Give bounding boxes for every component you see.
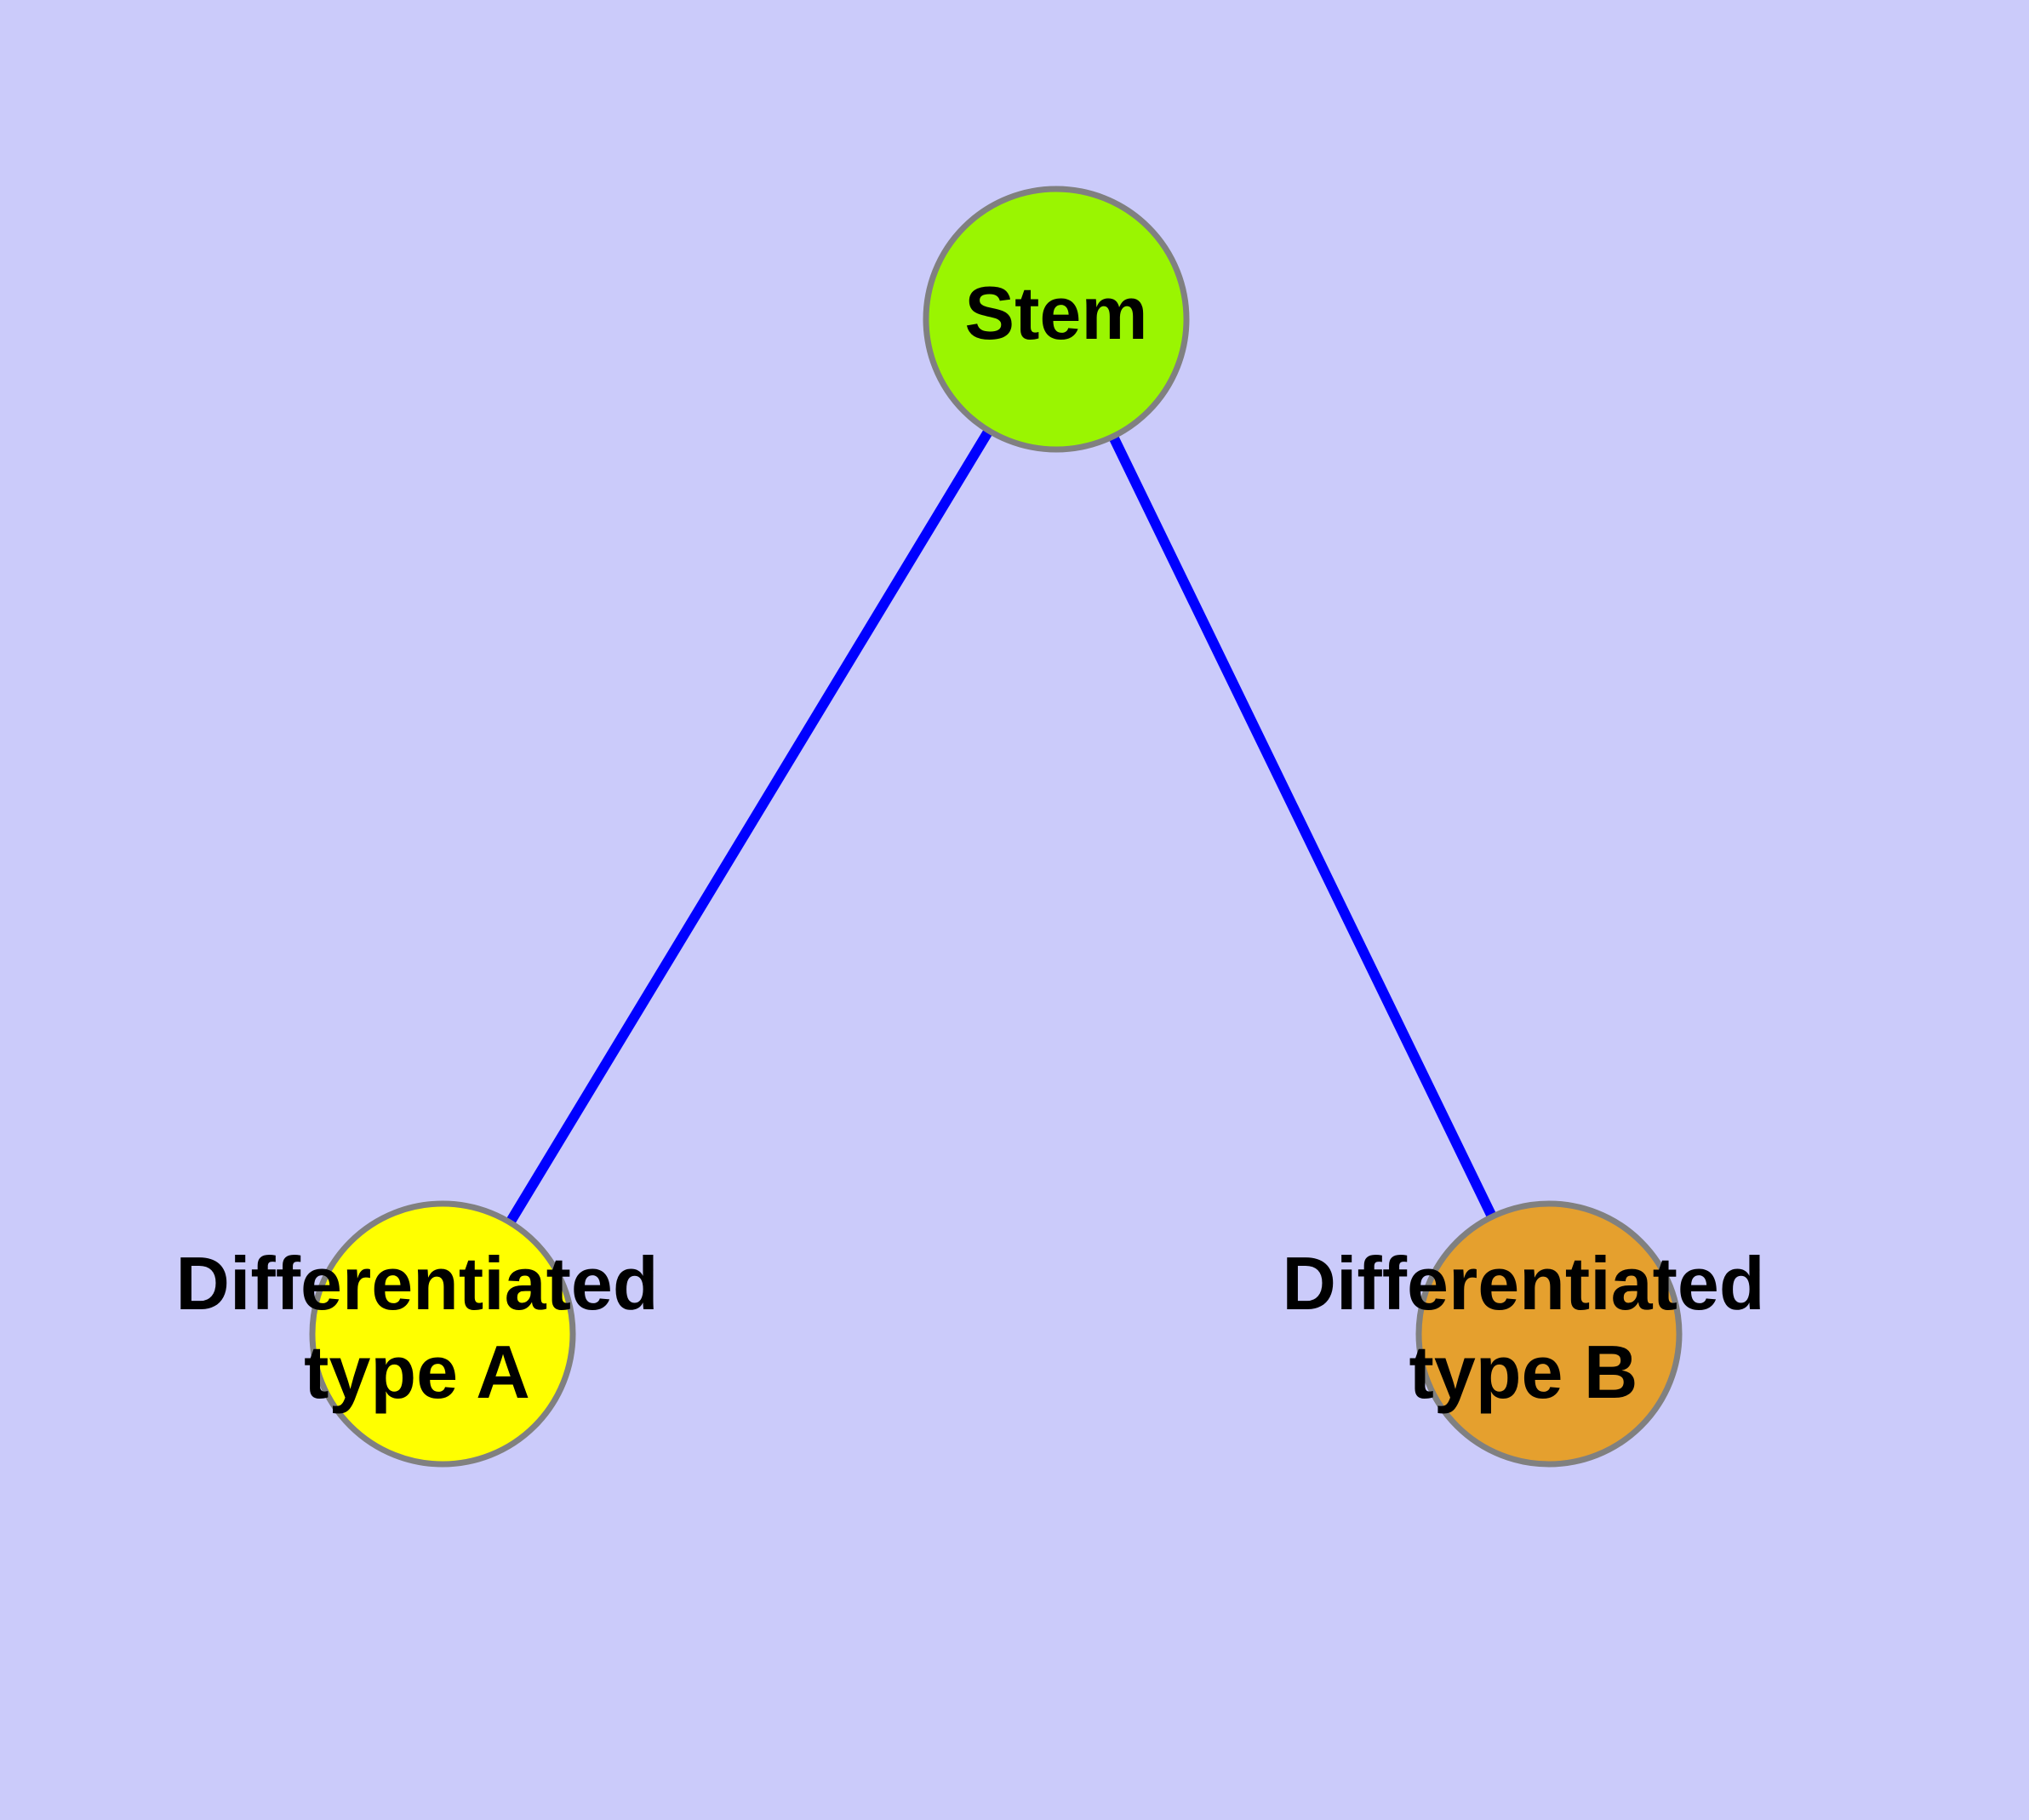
graph-node-diff_a[interactable] [309, 1200, 576, 1468]
graph-edge-stem-diff_a [503, 425, 996, 1228]
graph-node-stem[interactable] [923, 186, 1190, 453]
node-label-line: type B [1409, 1330, 1638, 1414]
node-label-stem: Stem [964, 271, 1147, 355]
graph-edge-stem-diff_b [1106, 431, 1499, 1222]
graph-node-diff_b[interactable] [1415, 1200, 1683, 1468]
node-label-line: Differentiated [1282, 1241, 1764, 1325]
node-label-line: Stem [964, 271, 1147, 355]
node-label-line: type A [304, 1330, 530, 1414]
edges-layer [503, 425, 1499, 1228]
node-circle-diff_b[interactable] [1415, 1200, 1683, 1468]
node-circle-diff_a[interactable] [309, 1200, 576, 1468]
node-circle-stem[interactable] [923, 186, 1190, 453]
node-label-line: Differentiated [175, 1241, 658, 1325]
